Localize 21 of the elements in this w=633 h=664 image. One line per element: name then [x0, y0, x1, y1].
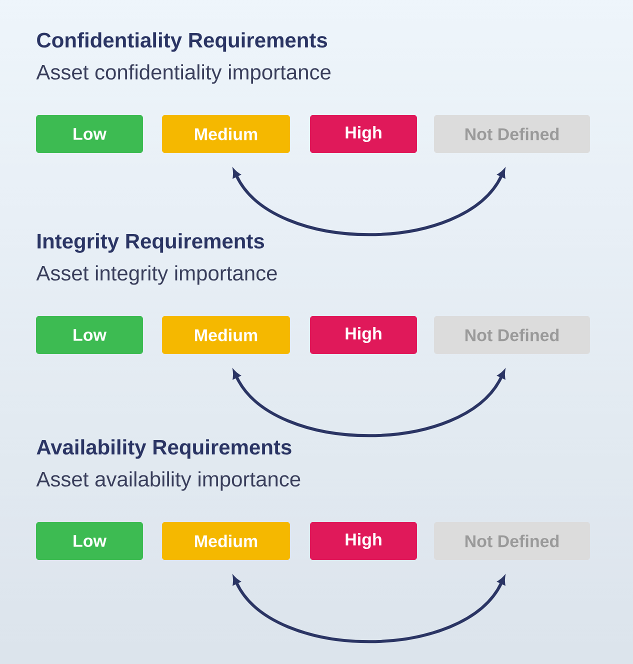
- level-button: Not Defined: [434, 522, 590, 560]
- level-button: High: [310, 522, 417, 560]
- level-button: Low: [36, 522, 143, 560]
- level-button: Medium: [162, 115, 290, 153]
- level-button: Not Defined: [434, 316, 590, 354]
- level-button: High: [310, 316, 417, 354]
- section-subtitle: Asset availability importance: [36, 471, 300, 491]
- curved-arrow: [232, 576, 506, 644]
- level-button: Low: [36, 316, 143, 354]
- section-title: Confidentiality Requirements: [37, 32, 328, 52]
- curved-arrow: [232, 169, 506, 236]
- section-title: Availability Requirements: [36, 439, 292, 459]
- level-button: Not Defined: [434, 115, 590, 153]
- section-subtitle: Asset confidentiality importance: [36, 64, 331, 84]
- section-title: Integrity Requirements: [38, 233, 264, 253]
- level-button: High: [310, 115, 417, 153]
- level-button: Low: [36, 115, 143, 153]
- curved-arrow: [232, 370, 506, 438]
- level-button: Medium: [162, 522, 290, 560]
- level-button: Medium: [162, 316, 290, 354]
- section-subtitle: Asset integrity importance: [36, 265, 277, 285]
